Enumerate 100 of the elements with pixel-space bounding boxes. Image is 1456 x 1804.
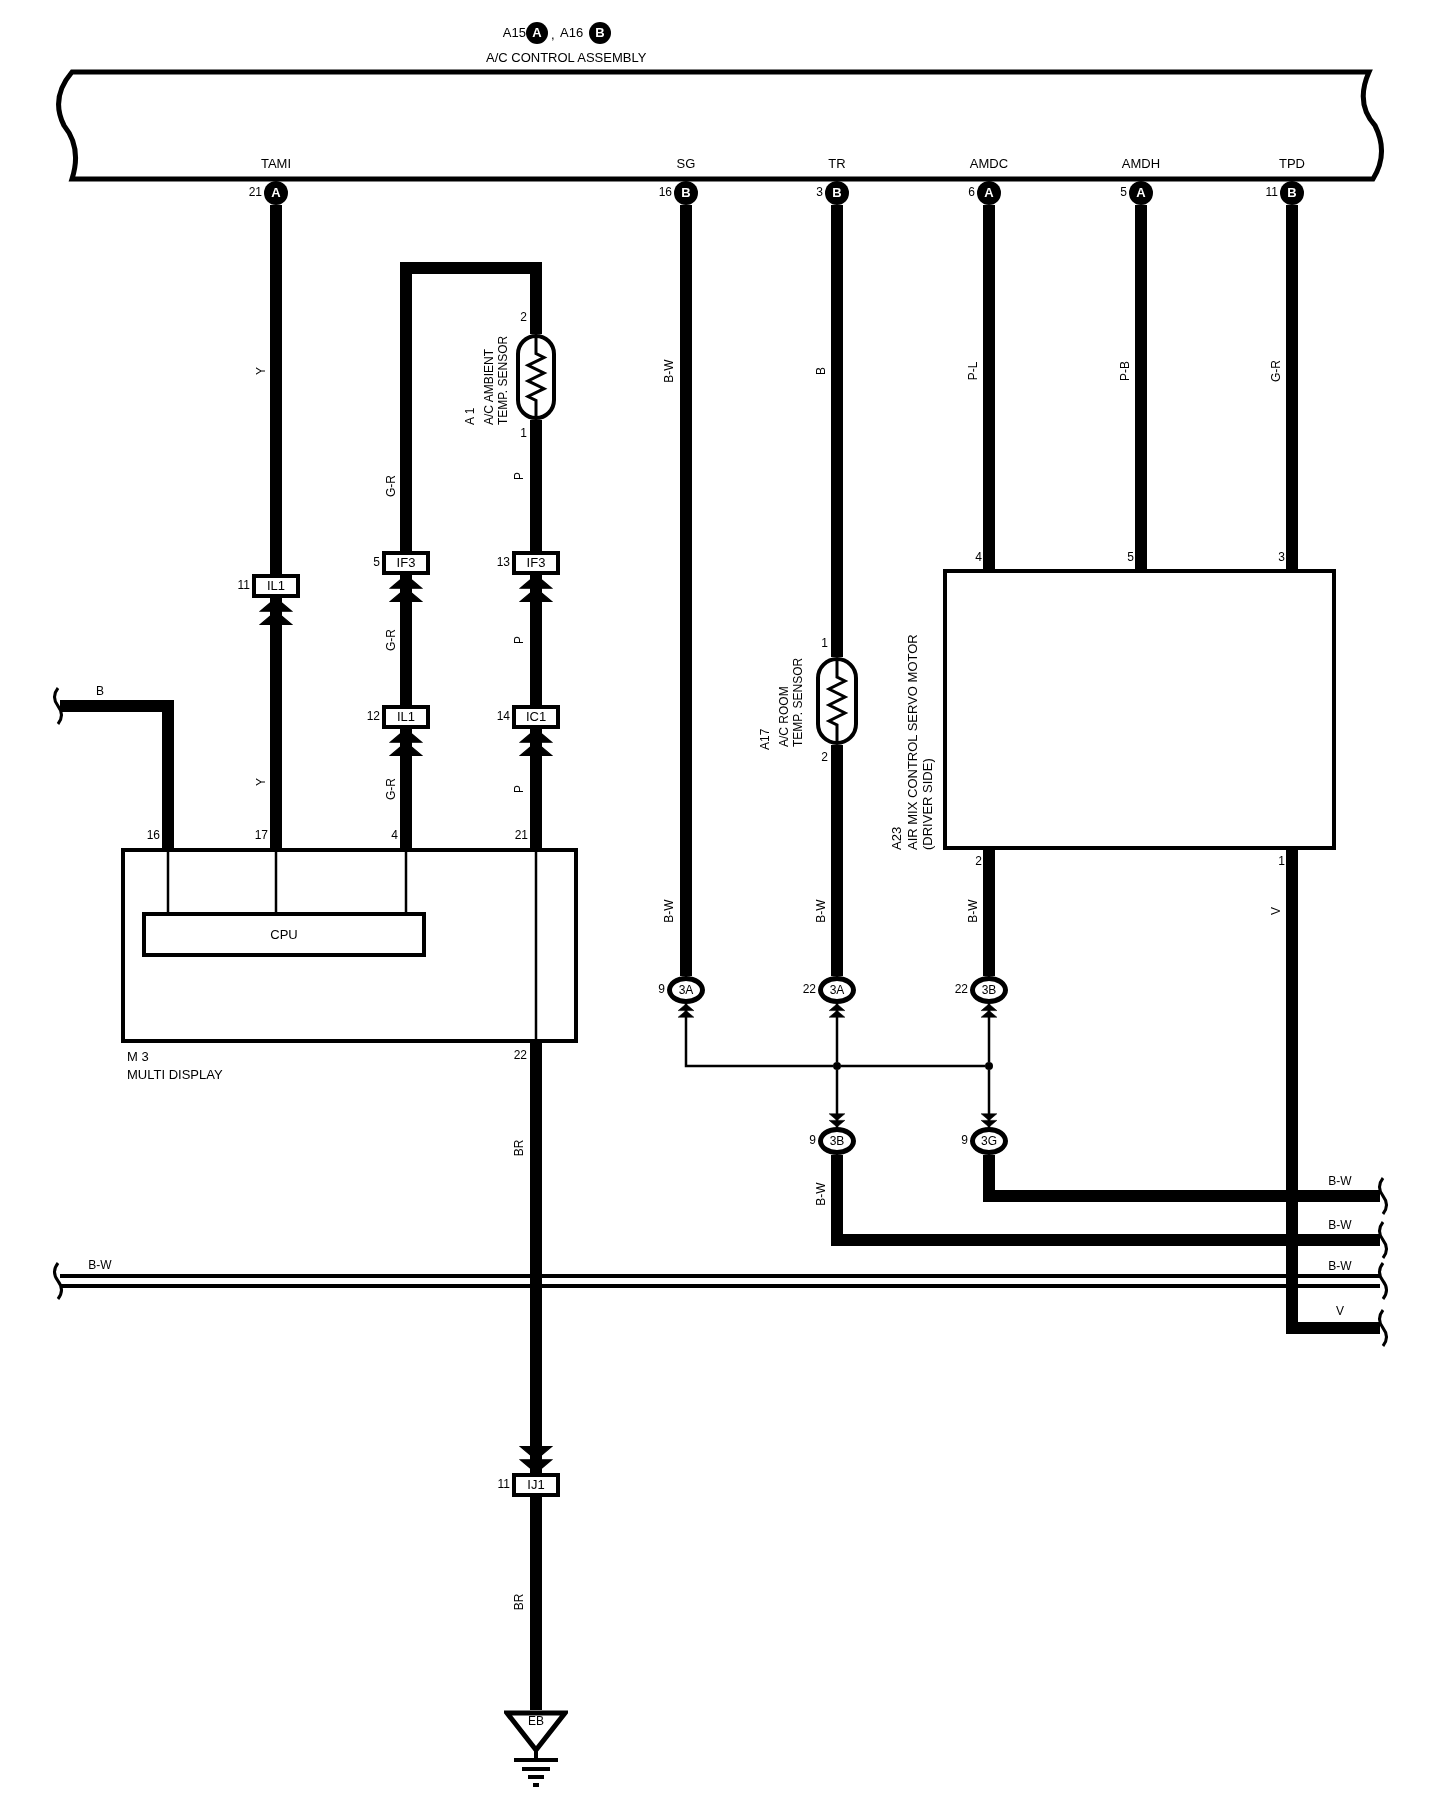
wire-color-code: G-R xyxy=(385,778,399,800)
connector: IF3 xyxy=(512,551,560,575)
wire-color-code: B-W xyxy=(967,899,981,923)
wire xyxy=(389,574,423,705)
pin-number: 6 xyxy=(968,186,975,200)
wire xyxy=(259,597,293,848)
wire-color-code: B xyxy=(96,685,104,699)
wire xyxy=(270,205,282,574)
ground-point-code: EB xyxy=(528,1715,544,1729)
wire xyxy=(980,1003,998,1062)
wire-color-code: B-W xyxy=(1328,1175,1352,1189)
wire-color-code: B-W xyxy=(88,1259,112,1273)
wire-color-code: V xyxy=(1270,907,1284,915)
terminal-mark: B xyxy=(674,181,698,205)
pin-number: 11 xyxy=(1265,186,1278,200)
pin-number: 2 xyxy=(975,855,982,869)
pin-name: AMDH xyxy=(1121,156,1161,172)
pin-name: TR xyxy=(828,156,846,172)
component-code: A23 xyxy=(889,825,905,850)
component-code: A 1 xyxy=(464,406,478,425)
pin-number: 3 xyxy=(816,186,823,200)
wire xyxy=(980,1070,998,1128)
wire xyxy=(1135,205,1147,569)
component-code: M 3 xyxy=(127,1049,149,1065)
component-name: A/C AMBIENT TEMP. SENSOR xyxy=(483,334,511,425)
pin-name: TPD xyxy=(1279,156,1305,172)
wire-color-code: B-W xyxy=(1328,1260,1352,1274)
pin-number: 1 xyxy=(1278,855,1285,869)
wire xyxy=(519,1043,553,1474)
pin-number: 9 xyxy=(961,1134,968,1148)
wire-color-code: BR xyxy=(513,1593,527,1611)
wire xyxy=(530,420,542,551)
component-name: A/C ROOM TEMP. SENSOR xyxy=(778,656,806,747)
wire xyxy=(400,262,542,551)
wire-color-code: V xyxy=(1336,1305,1344,1319)
component-code: A17 xyxy=(759,727,773,750)
connector-mark: B xyxy=(589,22,611,44)
wire-color-code: G-R xyxy=(385,475,399,497)
cpu-block: CPU xyxy=(142,912,426,957)
wire-color-code: B xyxy=(815,367,829,375)
wire xyxy=(677,1003,833,1068)
splice-dot xyxy=(985,1062,993,1070)
connector: 3B xyxy=(818,1127,856,1155)
component-code: A15 xyxy=(502,25,526,41)
pin-number: 22 xyxy=(954,983,968,997)
pin-number: 22 xyxy=(802,983,816,997)
pin-number: 5 xyxy=(1120,186,1127,200)
wire xyxy=(1286,205,1298,569)
connector: 3A xyxy=(667,976,705,1004)
connector-mark: A xyxy=(526,22,548,44)
pin-number: 11 xyxy=(237,579,250,593)
connector: 3B xyxy=(970,976,1008,1004)
wire xyxy=(983,1155,1380,1202)
pin-number: 11 xyxy=(497,1478,510,1492)
wire-color-code: P xyxy=(513,636,527,644)
wire-color-code: G-R xyxy=(1270,360,1284,382)
pin-number: 9 xyxy=(658,983,665,997)
wire xyxy=(828,1070,846,1128)
wire-color-code: B-W xyxy=(815,1182,829,1206)
connector: IL1 xyxy=(252,574,300,598)
pin-number: 21 xyxy=(514,829,528,843)
component-code: A16 xyxy=(560,25,584,41)
pin-number: 2 xyxy=(821,751,828,765)
wire-color-code: B-W xyxy=(815,899,829,923)
wire xyxy=(680,205,692,976)
component-name: MULTI DISPLAY xyxy=(127,1067,223,1083)
terminal-mark: A xyxy=(977,181,1001,205)
connector: IJ1 xyxy=(512,1473,560,1497)
terminal-mark: A xyxy=(1129,181,1153,205)
pin-number: 4 xyxy=(975,551,982,565)
component-name: AIR MIX CONTROL SERVO MOTOR (DRIVER SIDE) xyxy=(906,633,936,850)
pin-number: 1 xyxy=(821,637,828,651)
wire xyxy=(831,205,843,657)
wire xyxy=(828,1003,846,1062)
wire xyxy=(60,700,174,848)
wire xyxy=(831,745,843,976)
terminal-mark: A xyxy=(264,181,288,205)
component-name: A/C CONTROL ASSEMBLY xyxy=(486,50,647,66)
pin-number: 1 xyxy=(520,427,527,441)
pin-number: 14 xyxy=(496,710,510,724)
terminal-mark: B xyxy=(1280,181,1304,205)
pin-number: 16 xyxy=(658,186,672,200)
wire xyxy=(1286,850,1380,1334)
wire-color-code: Y xyxy=(255,367,269,375)
wire xyxy=(530,1497,542,1710)
pin-name: TAMI xyxy=(260,156,292,172)
wire xyxy=(519,574,553,705)
pin-number: 4 xyxy=(391,829,398,843)
connector: 3A xyxy=(818,976,856,1004)
connector: IL1 xyxy=(382,705,430,729)
wire-color-code: B-W xyxy=(663,359,677,383)
pin-number: 13 xyxy=(496,556,510,570)
wire-color-code: G-R xyxy=(385,629,399,651)
wire-color-code: BR xyxy=(513,1139,527,1157)
pin-name: SG xyxy=(676,156,696,172)
terminal-mark: B xyxy=(825,181,849,205)
separator-text: , xyxy=(551,27,555,43)
wire-color-code: Y xyxy=(255,778,269,786)
pin-number: 17 xyxy=(254,829,268,843)
pin-number: 12 xyxy=(366,710,380,724)
